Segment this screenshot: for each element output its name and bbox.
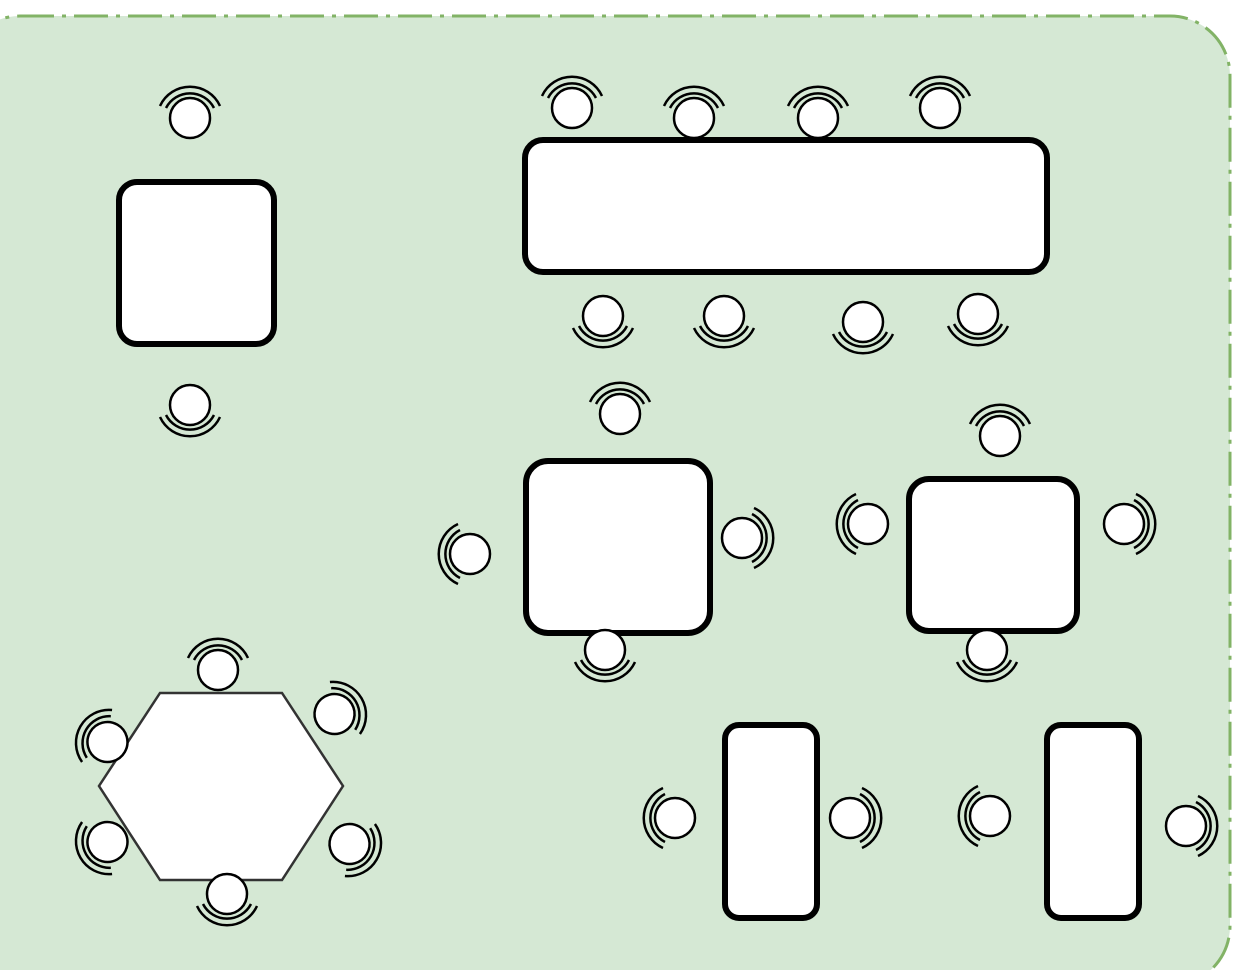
square-table-middle[interactable]: [523, 458, 713, 636]
hexagon-table[interactable]: [97, 691, 345, 882]
long-table[interactable]: [522, 137, 1050, 275]
narrow-table-right[interactable]: [1044, 722, 1142, 921]
square-table-top-left[interactable]: [116, 179, 277, 347]
square-table-right[interactable]: [906, 476, 1080, 634]
narrow-table-left[interactable]: [722, 722, 820, 921]
